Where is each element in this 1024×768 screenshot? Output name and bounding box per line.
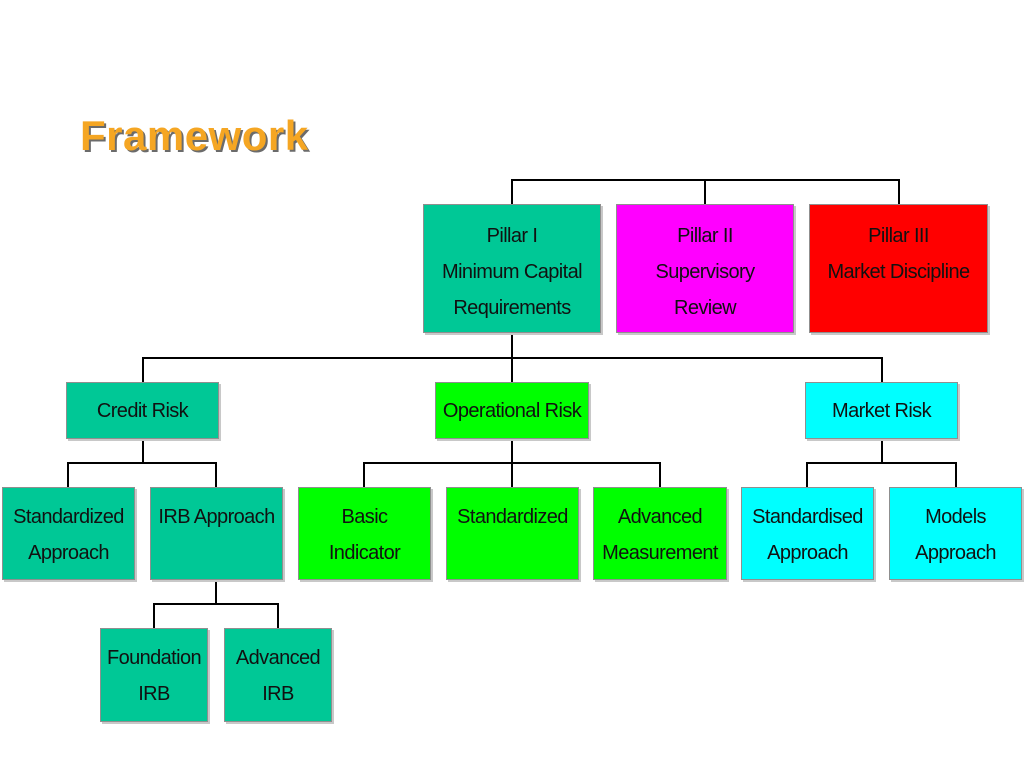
pillar-1-line-2: Minimum Capital — [442, 261, 583, 283]
advanced-measurement-line-2: Measurement — [602, 542, 718, 564]
connector-credit — [67, 439, 217, 487]
foundation-irb-line-2: IRB — [138, 683, 170, 705]
standardized-approach-line-1: Standardized — [13, 506, 124, 528]
pillar-3-box: Pillar III Market Discipline — [809, 204, 988, 333]
pillar-2-line-2: Supervisory — [655, 261, 756, 283]
operational-risk-label: Operational Risk — [442, 399, 582, 422]
credit-risk-label: Credit Risk — [96, 399, 189, 422]
pillar-2-line-3: Review — [674, 297, 737, 319]
basic-indicator-line-1: Basic — [341, 506, 389, 528]
market-risk-label: Market Risk — [832, 399, 932, 422]
basic-indicator-box: Basic Indicator — [298, 487, 431, 580]
operational-risk-box: Operational Risk — [435, 382, 589, 439]
advanced-irb-box: Advanced IRB — [224, 628, 332, 722]
credit-risk-box: Credit Risk — [66, 382, 219, 439]
advanced-irb-line-2: IRB — [262, 683, 294, 705]
pillar-2-line-1: Pillar II — [677, 225, 733, 247]
standardised-approach-line-2: Approach — [767, 542, 848, 564]
connector-irb — [153, 580, 279, 628]
irb-approach-label: IRB Approach — [158, 506, 275, 528]
advanced-measurement-box: Advanced Measurement — [593, 487, 727, 580]
basic-indicator-line-2: Indicator — [328, 542, 401, 564]
advanced-measurement-line-1: Advanced — [617, 506, 703, 528]
market-risk-box: Market Risk — [805, 382, 958, 439]
pillar-1-line-1: Pillar I — [486, 225, 538, 247]
standardized-approach-line-2: Approach — [28, 542, 109, 564]
page-title: Framework — [80, 112, 309, 159]
standardised-approach-box: Standardised Approach — [741, 487, 874, 580]
pillar-1-line-3: Requirements — [453, 297, 571, 319]
standardised-approach-line-1: Standardised — [752, 506, 863, 528]
models-approach-box: Models Approach — [889, 487, 1022, 580]
connector-risks — [142, 333, 883, 382]
irb-approach-box: IRB Approach — [150, 487, 283, 580]
connector-market — [806, 439, 957, 487]
models-approach-line-2: Approach — [915, 542, 996, 564]
op-standardized-label: Standardized — [457, 506, 568, 528]
pillar-3-line-2: Market Discipline — [827, 261, 970, 283]
standardized-approach-box: Standardized Approach — [2, 487, 135, 580]
foundation-irb-box: Foundation IRB — [100, 628, 208, 722]
connector-pillars — [511, 179, 900, 204]
models-approach-line-1: Models — [925, 506, 986, 528]
pillar-3-line-1: Pillar III — [868, 225, 929, 247]
advanced-irb-line-1: Advanced — [235, 647, 321, 669]
op-standardized-box: Standardized — [446, 487, 579, 580]
pillar-1-box: Pillar I Minimum Capital Requirements — [423, 204, 601, 333]
pillar-2-box: Pillar II Supervisory Review — [616, 204, 794, 333]
connector-operational — [363, 439, 661, 487]
foundation-irb-line-1: Foundation — [106, 647, 202, 669]
